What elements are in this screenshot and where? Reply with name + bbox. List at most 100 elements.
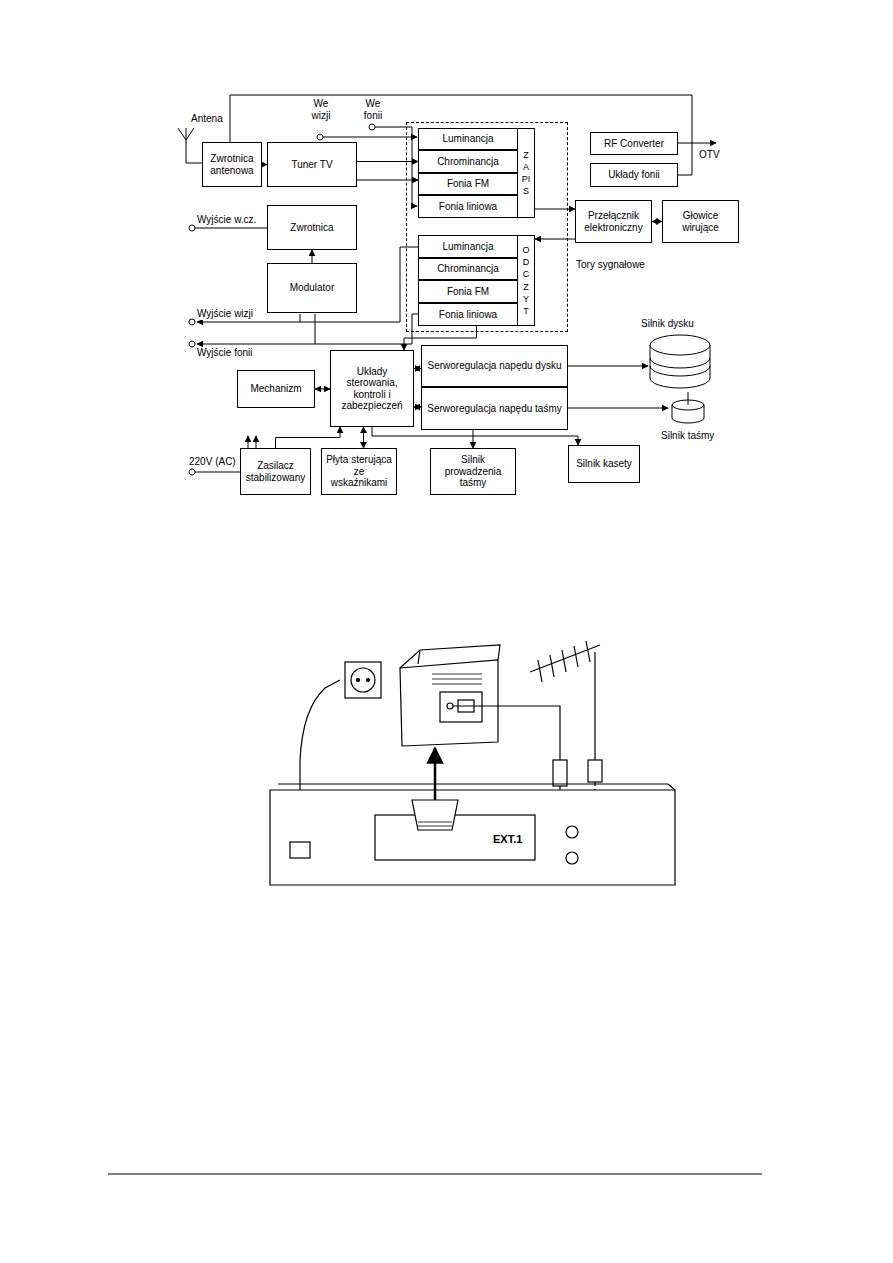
motor-symbol	[650, 335, 710, 423]
block-label: Tuner TV	[288, 158, 335, 172]
wall-socket-part	[357, 679, 360, 682]
group-label: Tory sygnałowe	[574, 259, 647, 271]
block-box: Fonia liniowa	[418, 303, 518, 326]
wire-part	[568, 408, 668, 409]
block-box: Głowice wirujące	[662, 200, 739, 243]
signal-connector	[312, 250, 313, 263]
block-box: Silnik prowadzenia taśmy	[430, 448, 516, 495]
block-box: Mechanizm	[237, 370, 315, 408]
block-label: Płyta sterująca ze wskaźnikami	[322, 453, 396, 490]
vcr-rear-panel-part	[108, 1174, 762, 1175]
vcr-rear-panel-part	[412, 800, 458, 830]
block-box: Przełącznik elektroniczny	[575, 200, 652, 243]
block-box: Zasilacz stabilizowany	[240, 448, 311, 495]
block-label: Zwrotnica antenowa	[203, 152, 261, 177]
signal-connector	[535, 209, 575, 210]
signal-connector	[357, 180, 418, 181]
signal-label: Antena	[190, 113, 224, 125]
block-box: Fonia FM	[418, 280, 518, 303]
wall-socket-part	[351, 668, 375, 692]
signal-connector	[414, 407, 421, 408]
vcr-rear-panel-part	[270, 790, 675, 885]
section-box: ODCZYT LuminancjaChrominancjaFonia FM Foni…	[418, 235, 535, 326]
motor-symbol-part	[650, 335, 710, 355]
vcr-rear-panel-part	[566, 826, 578, 838]
block-box: Chrominancja	[418, 150, 518, 173]
antenna-symbol-part	[538, 641, 590, 682]
terminal-part	[189, 319, 195, 325]
antenna-symbol-part	[453, 706, 560, 760]
signal-connector	[276, 427, 341, 448]
signal-label: 220V (AC)	[188, 456, 237, 468]
tv-set-part	[418, 650, 420, 664]
block-box: Luminancja	[418, 128, 518, 150]
wire-part	[300, 314, 301, 322]
wall-socket-part	[325, 680, 340, 688]
vertical-label-column: ODCZYT	[518, 236, 534, 325]
block-box: Chrominancja	[418, 258, 518, 280]
motor-symbol-part	[650, 358, 710, 376]
block-box: RF Converter	[590, 132, 678, 155]
block-label: Silnik prowadzenia taśmy	[431, 453, 515, 490]
block-box: Układy fonii	[590, 163, 678, 187]
signal-path-group: Tory sygnałoweZAPISLuminancjaChrominancj…	[406, 122, 568, 332]
wire-part	[315, 314, 316, 344]
block-box: Fonia liniowa	[418, 195, 518, 218]
block-label: Mechanizm	[247, 382, 304, 396]
wire-part	[678, 143, 716, 144]
block-label: Zasilacz stabilizowany	[241, 459, 310, 484]
vcr-rear-panel-part	[278, 784, 675, 790]
terminal-part	[189, 341, 195, 347]
wire-part	[248, 436, 249, 448]
vcr-rear-panel-part	[375, 815, 535, 860]
block-label: Serworegulacja napędu taśmy	[424, 402, 565, 416]
signal-connector	[363, 427, 364, 448]
block-label: Luminancja	[439, 132, 496, 146]
block-box: Luminancja	[418, 235, 518, 258]
block-box: Serworegulacja napędu taśmy	[421, 387, 568, 430]
block-label: Fonia liniowa	[436, 308, 500, 322]
wire-part	[375, 127, 417, 206]
vcr-rear-panel-part	[290, 842, 310, 858]
tv-set-part	[400, 660, 498, 746]
section-title: ODCZYT	[522, 244, 531, 317]
antenna-symbol-part	[594, 652, 595, 760]
signal-label: OTV	[698, 149, 721, 161]
wire-part	[178, 128, 202, 163]
wire-part	[195, 472, 240, 473]
wire	[178, 95, 716, 472]
block-label: Układy sterowania, kontroli i zabezpiecz…	[331, 365, 413, 413]
signal-label: Wyjście fonii	[196, 347, 253, 359]
vertical-label-column: ZAPIS	[518, 129, 534, 217]
wire-part	[323, 137, 417, 138]
block-box: Układy sterowania, kontroli i zabezpiecz…	[330, 350, 414, 427]
block-label: Chrominancja	[434, 262, 502, 276]
signal-label: Silnik taśmy	[660, 430, 715, 442]
motor-symbol-part	[688, 392, 689, 405]
block-label: Luminancja	[439, 240, 496, 254]
wall-socket-part	[367, 679, 370, 682]
block-label: Fonia FM	[444, 285, 492, 299]
antenna-symbol-part	[588, 760, 602, 782]
block-label: Zwrotnica	[287, 221, 336, 235]
wire-part	[256, 436, 257, 448]
vcr-rear-panel-part	[434, 748, 437, 800]
terminal-part	[369, 124, 375, 130]
vcr-rear-panel	[108, 748, 762, 1174]
signal-label: We wizji	[305, 98, 337, 122]
tv-set-part	[440, 692, 482, 722]
block-box: Fonia FM	[418, 173, 518, 195]
block-box: Silnik kasety	[568, 445, 640, 483]
terminal-part	[317, 134, 323, 140]
block-label: Fonia FM	[444, 177, 492, 191]
tv-set-part	[432, 674, 482, 684]
signal-label: Silnik dysku	[640, 318, 695, 330]
wire-part	[195, 228, 267, 229]
block-box: Zwrotnica antenowa	[202, 142, 262, 187]
block-label: Głowice wirujące	[663, 209, 738, 234]
wire-part	[568, 366, 648, 367]
section-box: ZAPIS LuminancjaChrominancjaFonia FM Fonia…	[418, 128, 535, 218]
terminal-part	[189, 225, 195, 231]
block-box: Płyta sterująca ze wskaźnikami	[321, 448, 397, 495]
